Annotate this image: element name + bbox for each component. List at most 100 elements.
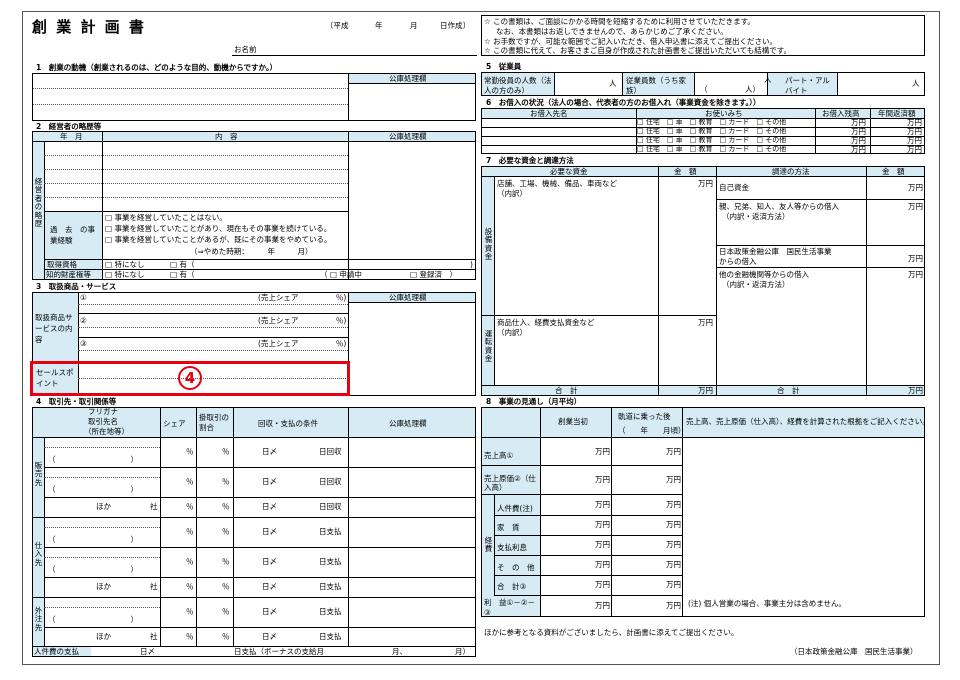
past-option-continuing[interactable]: □ 事業を経営していたことがあり、現在もその事業を続けている。	[105, 224, 332, 233]
row-cutoff: 日〆	[262, 582, 277, 591]
proj-track-unit: 万円	[666, 601, 681, 610]
section-7-title: 7 必要な資金と調達方法	[486, 156, 574, 165]
proj-row-total: 合 計③	[497, 582, 527, 591]
row-pct: ％	[186, 582, 194, 591]
cert-yes[interactable]: □ 有（	[170, 260, 195, 269]
source-jfc-loan-2: からの借入	[719, 257, 757, 266]
loan-annual-header: 年間返済額	[878, 109, 916, 118]
section-3-title: 3 取扱商品・サービス	[36, 282, 117, 291]
row-address-paren: （ ）	[48, 455, 138, 464]
proj-track-unit: 万円	[666, 580, 681, 589]
employees-label: 従業員数（うち家族）	[626, 76, 686, 95]
loan-row-line	[481, 145, 925, 146]
row-other-count: ほか	[96, 631, 111, 641]
ip-none[interactable]: □ 特になし	[105, 270, 145, 279]
row-pct: ％	[186, 527, 194, 536]
loan-use-header: お使いみち	[705, 109, 743, 118]
row-other-count: ほか	[96, 502, 111, 511]
start-header: 創業当初	[558, 417, 588, 426]
section-5-title: 5 従業員	[486, 62, 522, 71]
ip-yes[interactable]: □ 有（	[170, 270, 195, 279]
proj-row-line	[494, 515, 682, 516]
row-address-paren: （ ）	[48, 615, 138, 624]
proj-row-labor: 人件費(注)	[497, 504, 533, 513]
working-unit: 万円	[698, 318, 713, 327]
official-label: 公庫処理欄	[389, 74, 427, 83]
equipment-funds-label: 設備資金	[484, 227, 493, 262]
official-label: 公庫処理欄	[389, 419, 427, 428]
proj-row-profit: 利 益①－②－③	[484, 598, 535, 617]
regular-officers-label: 常勤役員の人数（法人の方のみ）	[484, 76, 552, 95]
proj-track-unit: 万円	[666, 499, 681, 509]
row-pct: ％	[186, 502, 194, 511]
proj-row-interest: 支払利息	[497, 543, 527, 552]
quit-date: （⇒やめた時期： 年 月）	[190, 247, 313, 256]
credit-ratio-label: 掛取引の割合	[199, 413, 229, 432]
section-1-title: 1 創業の動機（創業されるのは、どのような目的、動機からですか。）	[36, 63, 278, 72]
sales-point-label: セールスポイント	[36, 368, 74, 388]
furigana-line	[44, 527, 160, 528]
source-unit: 万円	[908, 254, 923, 263]
furigana-line	[44, 607, 160, 608]
row-terms: 日回収	[319, 447, 342, 456]
row-pct: ％	[186, 557, 194, 566]
source-family-detail: （内訳・返済方法）	[722, 212, 790, 221]
date-created: 日作成〕	[440, 21, 470, 30]
proj-row-sales: 売上高①	[484, 451, 514, 460]
labor-pay: 日支払（ボーナスの支給月	[234, 647, 324, 656]
section-8-title: 8 事業の見通し（月平均）	[486, 397, 582, 406]
row-company-unit: 社	[150, 502, 158, 511]
regular-unit: 人	[609, 79, 617, 88]
section-6-title: 6 お借入の状況（法人の場合、代表者の方のお借入れ（事業資金を除きます。））	[486, 98, 761, 107]
source-unit: 万円	[908, 183, 923, 192]
row-ratio-pct: ％	[222, 502, 230, 511]
row-divider	[44, 627, 476, 628]
product-share-1: (売上シェア ％)	[258, 293, 347, 302]
need-header: 必要な資金	[550, 167, 588, 176]
product-share-2: (売上シェア ％)	[258, 316, 347, 325]
loan-annual-unit: 万円	[907, 118, 922, 127]
date-year: 年	[375, 21, 383, 30]
share-label: シェア	[163, 419, 186, 428]
past-experience-label: 過 去 の事業経験	[50, 225, 95, 245]
loan-balance-header: お借入残高	[822, 109, 860, 118]
need-total-unit: 万円	[698, 386, 713, 395]
note-line: なお、本書類はお返しできませんので、あらかじめご了承ください。	[496, 27, 728, 36]
terms-label: 回収・支払の条件	[258, 419, 318, 428]
row-terms: 日支払	[319, 527, 342, 536]
loan-uses: □ 住宅 □ 車 □ 教育 □ カード □ その他	[637, 145, 787, 153]
furigana-line	[44, 477, 160, 478]
row-ratio-pct: ％	[222, 477, 230, 486]
row-pct: ％	[186, 631, 194, 641]
source-own-funds: 自己資金	[719, 183, 749, 192]
proj-start-unit: 万円	[595, 474, 610, 484]
source-total-label: 合 計	[777, 386, 800, 395]
cert-none[interactable]: □ 特になし	[105, 260, 145, 269]
ip-label: 知的財産権等	[46, 270, 91, 279]
product-item-1: ①	[80, 293, 87, 302]
ip-pending[interactable]: （ □ 申請中	[320, 270, 362, 279]
group-outsource: 外注先	[34, 606, 43, 632]
working-desc: 商品仕入、経費支払資金など	[497, 318, 595, 327]
loan-annual-unit: 万円	[907, 145, 922, 154]
row-terms: 日支払	[319, 607, 342, 616]
row-divider	[44, 577, 476, 578]
past-option-quit[interactable]: □ 事業を経営していたことがあるが、既にその事業をやめている。	[105, 235, 332, 244]
source-total-unit: 万円	[908, 386, 923, 395]
proj-row-line	[481, 465, 682, 466]
row-cutoff: 日〆	[262, 557, 277, 566]
row-cutoff: 日〆	[262, 631, 277, 641]
form-page	[22, 11, 940, 665]
note-line: ☆ お手数ですが、可能な範囲でご記入いただき、借入申込書に添えてご提出ください。	[484, 37, 778, 46]
row-ratio-pct: ％	[222, 582, 230, 591]
past-option-none[interactable]: □ 事業を経営していたことはない。	[105, 213, 227, 222]
proj-row-line	[494, 575, 682, 576]
proj-start-unit: 万円	[595, 560, 610, 569]
loan-annual-unit: 万円	[907, 127, 922, 136]
row-ratio-pct: ％	[222, 447, 230, 456]
annotation-number: 4	[184, 369, 196, 387]
row-other-count: ほか	[96, 582, 111, 591]
proj-track-unit: 万円	[666, 447, 681, 456]
need-total-label: 合 計	[555, 386, 578, 395]
ip-registered[interactable]: □ 登録済 ）	[410, 270, 457, 279]
